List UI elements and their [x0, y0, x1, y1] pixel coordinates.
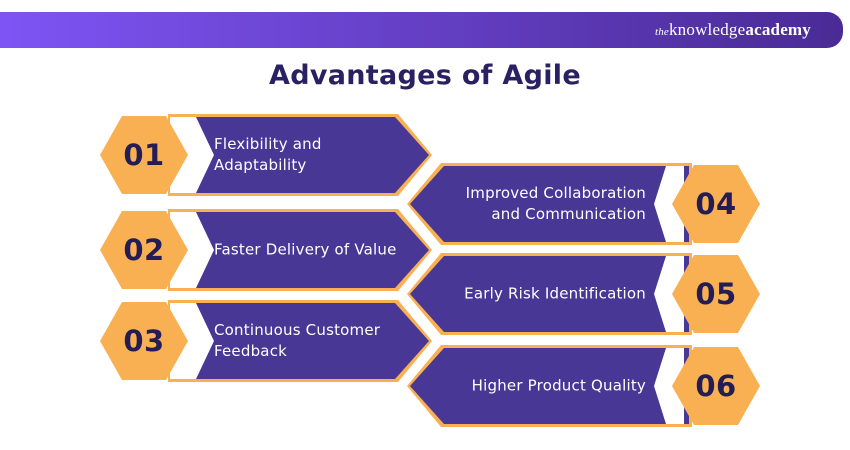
- arrow-banner-4: Improved Collaboration and Communication: [407, 163, 692, 245]
- badge-number-3: 03: [123, 324, 165, 358]
- advantage-label-6: Higher Product Quality: [471, 376, 646, 395]
- advantage-label-4: Improved Collaboration and Communication: [465, 184, 646, 223]
- arrow-banner-3: Continuous Customer Feedback: [168, 300, 432, 382]
- arrow-banner-6: Higher Product Quality: [407, 345, 692, 427]
- brand-logo-the: the: [654, 26, 669, 38]
- advantage-label-1: Flexibility and Adaptability: [214, 135, 322, 174]
- advantage-label-3: Continuous Customer Feedback: [214, 321, 381, 360]
- number-badge-4: 04: [672, 165, 760, 243]
- number-badge-6: 06: [672, 347, 760, 425]
- advantage-label-2: Faster Delivery of Value: [214, 240, 397, 259]
- badge-number-5: 05: [695, 277, 737, 311]
- arrow-banner-1: Flexibility and Adaptability: [168, 114, 432, 196]
- arrow-banner-5: Early Risk Identification: [407, 253, 692, 335]
- brand-logo-knowledge: knowledge: [668, 20, 746, 39]
- page-title: Advantages of Agile: [269, 60, 581, 91]
- number-badge-5: 05: [672, 255, 760, 333]
- badge-number-2: 02: [123, 233, 165, 267]
- arrow-banner-2: Faster Delivery of Value: [168, 209, 432, 291]
- header-bar: theknowledgeacademy: [0, 12, 843, 48]
- brand-logo: theknowledgeacademy: [655, 20, 811, 40]
- advantage-label-5: Early Risk Identification: [464, 284, 646, 303]
- badge-number-6: 06: [695, 369, 737, 403]
- badge-number-4: 04: [695, 187, 737, 221]
- brand-logo-academy: academy: [745, 20, 811, 39]
- badge-number-1: 01: [123, 138, 165, 172]
